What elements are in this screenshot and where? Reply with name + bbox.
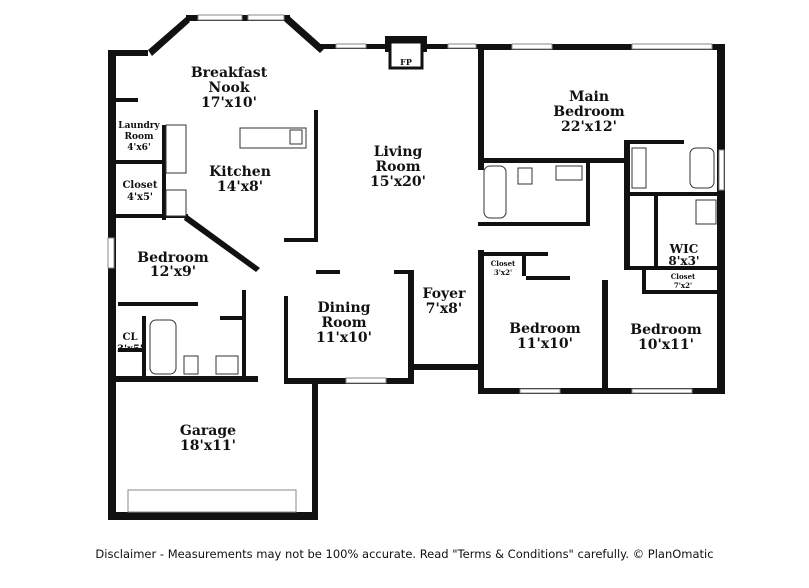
living-room-label: Living (374, 144, 423, 160)
closet-west-size: 4'x5' (127, 192, 153, 203)
shower-icon (695, 199, 717, 225)
laundry-label: Laundry (118, 121, 160, 131)
garage-size: 18'x11' (180, 438, 236, 454)
foyer-label: Foyer (423, 286, 467, 302)
kitchen-size: 14'x8' (217, 179, 263, 195)
closet-b-label: Closet (671, 272, 696, 281)
closet-west-label: Closet (122, 180, 157, 191)
cl-label: CL (123, 332, 138, 343)
bathtub-icon (689, 147, 715, 189)
bathtub-icon (483, 165, 507, 219)
kitchen-counter (165, 189, 187, 217)
main-bedroom-label: Main (569, 89, 609, 105)
breakfast-nook-label: Nook (208, 80, 249, 96)
breakfast-nook-label: Breakfast (191, 65, 268, 81)
main-bedroom-size: 22'x12' (561, 119, 617, 135)
bathtub-icon (149, 319, 177, 375)
garage-label: Garage (180, 423, 236, 439)
interior-walls (108, 98, 724, 394)
fireplace-label: FP (400, 57, 412, 67)
dining-room-label: Room (321, 315, 366, 331)
bedroom-center-size: 11'x10' (517, 336, 573, 352)
living-room-label: Room (375, 159, 420, 175)
kitchen-counter (165, 124, 187, 174)
sink-icon (555, 165, 583, 181)
laundry-size: 4'x6' (127, 143, 150, 153)
closet-b-size: 7'x2' (674, 281, 692, 290)
laundry-label: Room (124, 132, 153, 142)
kitchen-label: Kitchen (209, 164, 271, 180)
toilet-icon (517, 167, 533, 185)
dining-room-size: 11'x10' (316, 330, 372, 346)
wic-label: WIC (669, 242, 699, 256)
bedroom-west-size: 12'x9' (150, 264, 196, 280)
main-bedroom-label: Bedroom (553, 104, 625, 120)
disclaimer-text: Disclaimer - Measurements may not be 100… (95, 547, 714, 561)
toilet-icon (183, 355, 199, 375)
wic-size: 8'x3' (668, 254, 699, 268)
floor-plan: Breakfast Nook 17'x10' Laundry Room 4'x6… (107, 14, 725, 520)
fixtures (149, 124, 717, 375)
sink-icon (289, 129, 303, 145)
cl-size: 3'x5' (117, 344, 143, 355)
closet-a-size: 3'x2' (494, 268, 512, 277)
living-room-size: 15'x20' (370, 174, 426, 190)
closet-a-label: Closet (491, 259, 516, 268)
foyer-size: 7'x8' (426, 301, 462, 317)
bedroom-east-label: Bedroom (630, 322, 702, 338)
vanity-icon (631, 147, 647, 189)
breakfast-nook-size: 17'x10' (201, 95, 257, 111)
dining-room-label: Dining (318, 300, 371, 316)
bedroom-east-size: 10'x11' (638, 337, 694, 353)
bedroom-center-label: Bedroom (509, 321, 581, 337)
room-labels: Breakfast Nook 17'x10' Laundry Room 4'x6… (117, 57, 702, 454)
sink-icon (215, 355, 239, 375)
bedroom-west-label: Bedroom (137, 250, 209, 266)
windows (107, 14, 725, 513)
